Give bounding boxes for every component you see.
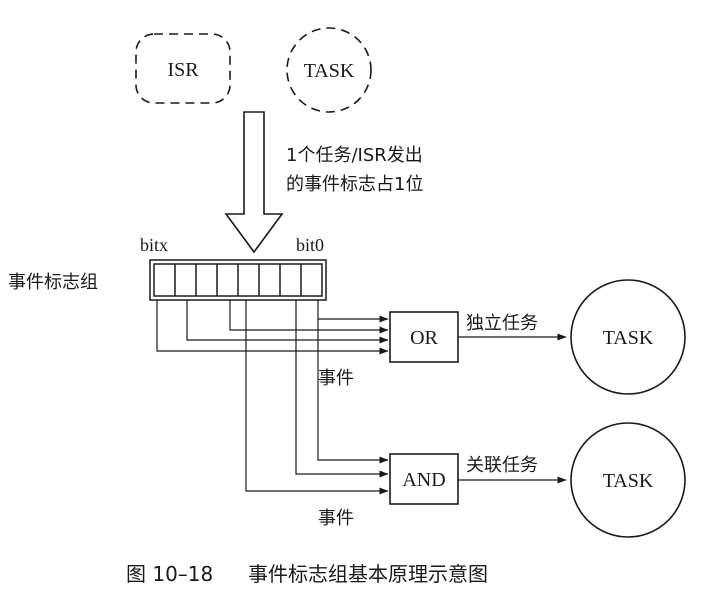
figure-title: 事件标志组基本原理示意图 [248,562,488,586]
task-associated-label: TASK [603,470,654,492]
event-label-and: 事件 [318,508,354,529]
bitx-label: bitx [140,235,168,255]
figure-number: 图 10–18 [126,562,213,586]
or-input-wires [156,300,389,355]
and-gate [389,453,459,505]
independent-task-label: 独立任务 [466,313,538,334]
task-source-node [286,27,372,113]
emit-arrow [224,111,284,254]
emit-label-line1: 1个任务/ISR发出 [286,145,423,166]
task-independent-label: TASK [603,327,654,349]
emit-label-line2: 的事件标志占1位 [286,174,423,195]
isr-label: ISR [167,59,199,81]
event-label-or: 事件 [318,368,354,389]
and-gate-label: AND [402,469,445,491]
and-input-wires [245,300,389,495]
task-associated-node [570,422,686,538]
or-gate-label: OR [410,327,438,349]
event-group-label: 事件标志组 [8,272,98,293]
bit0-label: bit0 [296,235,324,255]
task-source-label: TASK [304,60,355,82]
event-flag-register [149,259,327,301]
associated-task-label: 关联任务 [466,455,538,476]
task-independent-node [570,279,686,395]
